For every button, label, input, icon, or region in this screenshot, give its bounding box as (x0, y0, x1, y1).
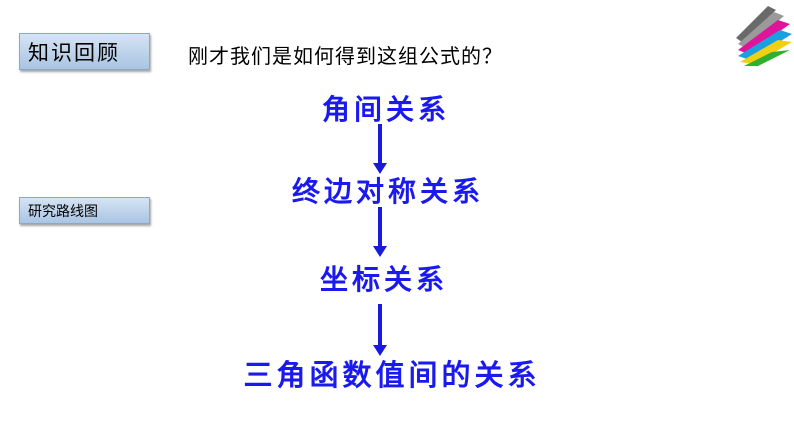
color-stripes-logo-icon (736, 6, 792, 66)
review-tag-label: 知识回顾 (28, 40, 120, 65)
review-tag: 知识回顾 (19, 33, 150, 70)
flow-node-coordinate-relation: 坐标关系 (319, 263, 449, 296)
question-text: 刚才我们是如何得到这组公式的？ (188, 44, 503, 68)
flow-node-terminal-side-symmetry: 终边对称关系 (291, 175, 485, 208)
flow-arrow-2 (373, 207, 387, 257)
flow-arrow-3 (373, 304, 387, 356)
flow-node-angle-relation: 角间关系 (321, 93, 451, 126)
flow-arrow-1 (373, 124, 387, 174)
route-tag: 研究路线图 (19, 197, 150, 224)
flow-node-trig-value-relation: 三角函数值间的关系 (243, 358, 541, 392)
route-tag-label: 研究路线图 (28, 203, 98, 220)
